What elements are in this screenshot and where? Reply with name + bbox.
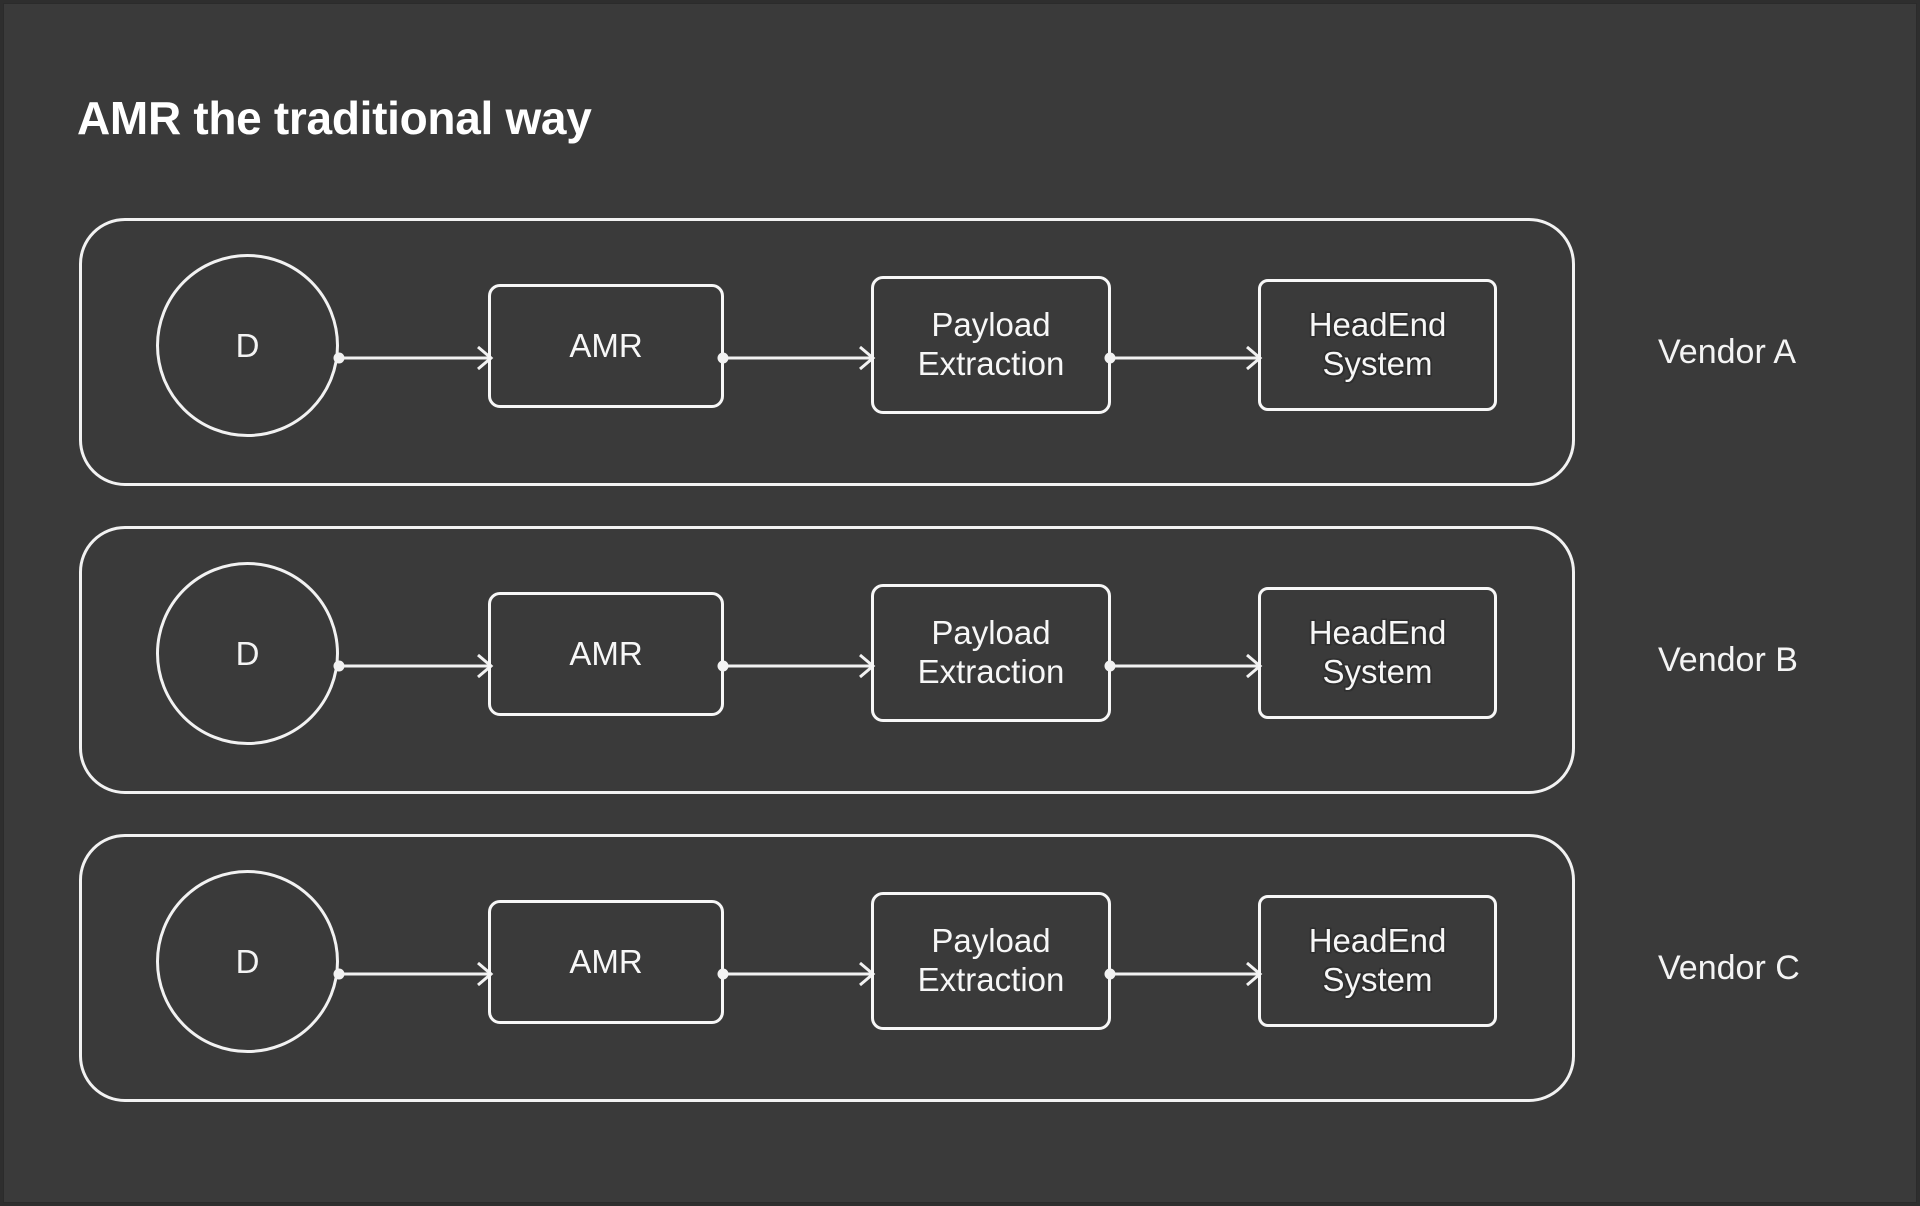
connector-amr-to-payload — [717, 345, 878, 371]
payload-line-1: Payload — [931, 614, 1051, 652]
connector-payload-to-headend — [1104, 653, 1265, 679]
payload-line-1: Payload — [931, 306, 1051, 344]
payload-line-2: Extraction — [917, 345, 1065, 382]
connector-payload-to-headend — [1104, 345, 1265, 371]
vendor-label: Vendor A — [1658, 333, 1797, 371]
payload-extraction-node-label: Payload Extraction — [918, 922, 1065, 1000]
headend-line-2: System — [1322, 961, 1433, 998]
headend-system-node-label: HeadEnd System — [1309, 614, 1447, 692]
device-node-label: D — [235, 634, 260, 672]
connector-payload-to-headend — [1104, 961, 1265, 987]
vendor-label: Vendor B — [1658, 641, 1798, 679]
vendor-group-container: D AMR Paylo — [79, 526, 1575, 794]
payload-line-2: Extraction — [917, 961, 1065, 998]
connector-amr-to-payload — [717, 961, 878, 987]
payload-extraction-node[interactable]: Payload Extraction — [871, 892, 1111, 1030]
payload-line-1: Payload — [931, 922, 1051, 960]
vendor-group-container: D AMR Paylo — [79, 218, 1575, 486]
connector-device-to-amr — [333, 961, 496, 987]
headend-line-2: System — [1322, 345, 1433, 382]
vendor-group-container: D AMR Paylo — [79, 834, 1575, 1102]
device-node[interactable]: D — [156, 254, 339, 437]
headend-line-1: HeadEnd — [1308, 614, 1447, 652]
connector-amr-to-payload — [717, 653, 878, 679]
headend-system-node[interactable]: HeadEnd System — [1258, 587, 1497, 719]
payload-line-2: Extraction — [917, 653, 1065, 690]
headend-system-node[interactable]: HeadEnd System — [1258, 895, 1497, 1027]
flow-diagram: D AMR Paylo — [82, 221, 1572, 483]
flow-diagram: D AMR Paylo — [82, 837, 1572, 1099]
connector-device-to-amr — [333, 345, 496, 371]
device-node-label: D — [235, 942, 260, 980]
amr-node[interactable]: AMR — [488, 284, 724, 408]
headend-line-1: HeadEnd — [1308, 922, 1447, 960]
amr-node-label: AMR — [569, 634, 643, 672]
headend-system-node-label: HeadEnd System — [1309, 306, 1447, 384]
amr-node-label: AMR — [569, 942, 643, 980]
page-title: AMR the traditional way — [77, 92, 592, 144]
amr-node[interactable]: AMR — [488, 592, 724, 716]
headend-line-1: HeadEnd — [1308, 306, 1447, 344]
headend-system-node[interactable]: HeadEnd System — [1258, 279, 1497, 411]
amr-node-label: AMR — [569, 326, 643, 364]
headend-line-2: System — [1322, 653, 1433, 690]
device-node[interactable]: D — [156, 562, 339, 745]
payload-extraction-node-label: Payload Extraction — [918, 306, 1065, 384]
flow-diagram: D AMR Paylo — [82, 529, 1572, 791]
payload-extraction-node[interactable]: Payload Extraction — [871, 584, 1111, 722]
payload-extraction-node-label: Payload Extraction — [918, 614, 1065, 692]
vendor-label: Vendor C — [1658, 949, 1800, 987]
device-node[interactable]: D — [156, 870, 339, 1053]
payload-extraction-node[interactable]: Payload Extraction — [871, 276, 1111, 414]
device-node-label: D — [235, 326, 260, 364]
headend-system-node-label: HeadEnd System — [1309, 922, 1447, 1000]
amr-node[interactable]: AMR — [488, 900, 724, 1024]
connector-device-to-amr — [333, 653, 496, 679]
